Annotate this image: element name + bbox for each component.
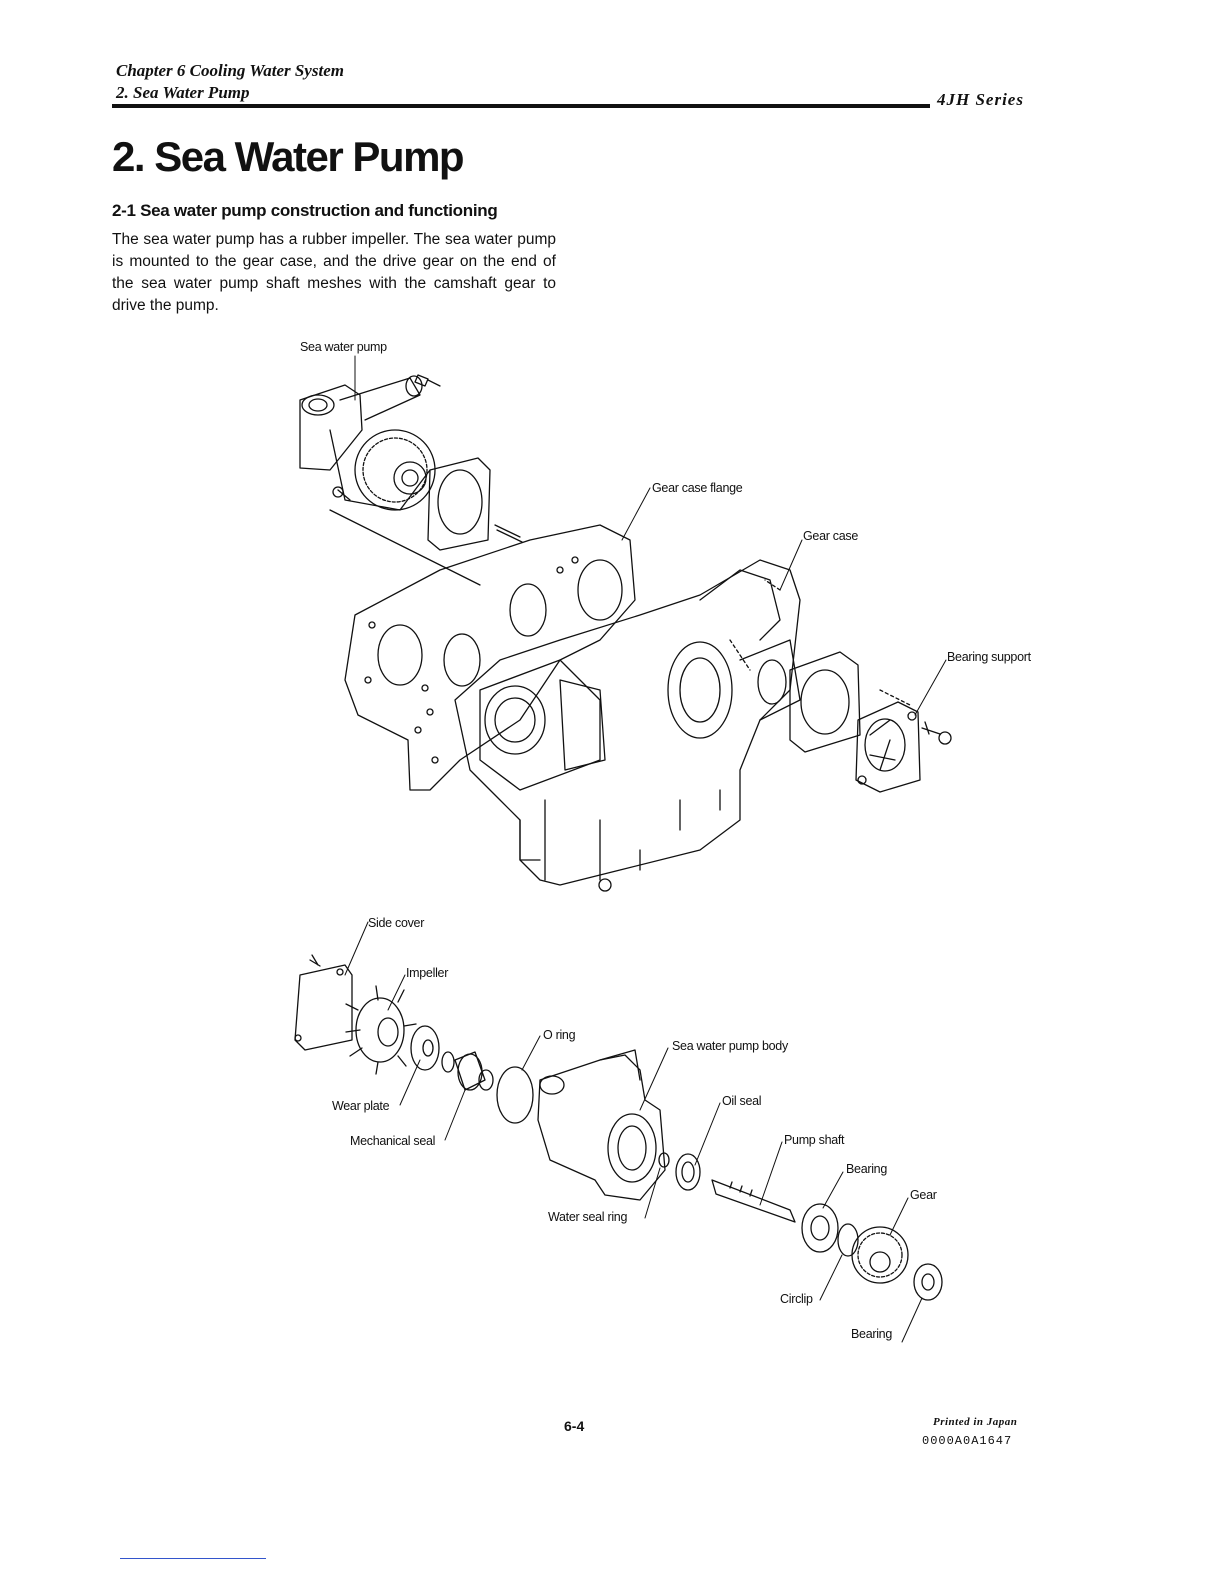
subsection-title: 2-1 Sea water pump construction and func… [112,201,498,220]
label-sea-water-pump-body: Sea water pump body [672,1039,788,1053]
label-bearing: Bearing [846,1162,887,1176]
sea-water-pump-assembly-drawing [299,374,523,586]
label-pump-shaft: Pump shaft [784,1133,845,1147]
body-paragraph: The sea water pump has a rubber impeller… [112,231,556,314]
label-side-cover: Side cover [368,916,425,930]
bottom-divider [120,1558,266,1559]
page-number: 6-4 [564,1418,585,1434]
exploded-parts-drawing [294,954,943,1301]
leader-lines [344,355,947,1343]
label-impeller: Impeller [406,966,449,980]
series-label: 4JH Series [937,90,1024,109]
label-wear-plate: Wear plate [332,1099,390,1113]
page-title: 2. Sea Water Pump [112,133,465,180]
label-circlip: Circlip [780,1292,813,1306]
label-bearing-lower: Bearing [851,1327,892,1341]
gear-case-drawing [344,524,801,892]
label-water-seal-ring: Water seal ring [548,1210,628,1224]
label-gear-case-flange: Gear case flange [652,481,743,495]
label-gear: Gear [910,1188,937,1202]
header-rule [112,104,930,108]
bearing-support-drawing [789,651,952,793]
document-code: 0000A0A1647 [922,1434,1013,1448]
label-gear-case: Gear case [803,529,858,543]
label-oil-seal: Oil seal [722,1094,762,1108]
chapter-heading: Chapter 6 Cooling Water System [116,61,344,80]
label-sea-water-pump: Sea water pump [300,340,387,354]
label-o-ring: O ring [543,1028,576,1042]
section-heading: 2. Sea Water Pump [116,83,250,102]
printed-in-japan: Printed in Japan [933,1416,1018,1428]
label-bearing-support: Bearing support [947,650,1031,664]
label-mechanical-seal: Mechanical seal [350,1134,436,1148]
